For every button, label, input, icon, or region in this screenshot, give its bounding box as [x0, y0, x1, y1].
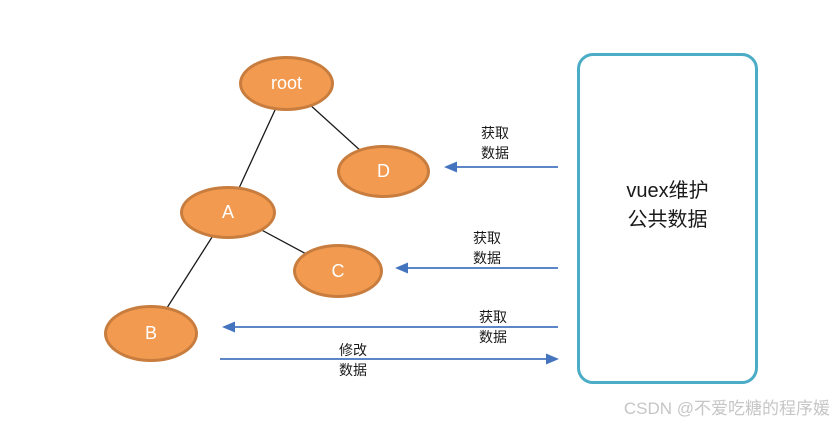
arrow-modify-head [546, 353, 559, 365]
arrow-label-modify-line2: 数据 [339, 362, 367, 378]
node-b: B [104, 305, 198, 362]
vuex-store-box-line1: vuex维护 [626, 179, 709, 202]
arrow-label-get-d-line2: 数据 [481, 145, 509, 161]
node-d: D [337, 145, 430, 198]
arrow-label-get-c-line2: 数据 [473, 250, 501, 266]
node-root: root [239, 56, 334, 111]
node-d-label: D [377, 161, 390, 181]
vuex-store-box-line2: 公共数据 [627, 208, 708, 231]
arrow-get-b-head [222, 321, 235, 333]
node-a-label: A [221, 202, 234, 222]
node-c: C [293, 244, 383, 298]
arrow-label-get-d-line1: 获取 [481, 125, 509, 141]
arrow-label-get-b: 获取 数据 [453, 307, 533, 347]
node-root-label: root [270, 73, 303, 93]
arrow-label-get-d: 获取 数据 [455, 123, 535, 163]
arrow-get-c-head [395, 262, 408, 274]
arrow-get-d-head [444, 161, 457, 173]
arrow-label-modify-line1: 修改 [339, 342, 367, 358]
arrow-label-get-b-line1: 获取 [479, 309, 507, 325]
arrow-label-get-b-line2: 数据 [479, 329, 507, 345]
arrow-label-modify: 修改 数据 [313, 340, 393, 380]
watermark-text: CSDN @不爱吃糖的程序媛 [623, 399, 830, 418]
node-b-label: B [144, 323, 157, 343]
arrow-label-get-c: 获取 数据 [447, 228, 527, 268]
arrow-label-get-c-line1: 获取 [473, 230, 501, 246]
node-c-label: C [331, 260, 345, 281]
node-a: A [180, 186, 276, 239]
vuex-store-box: vuex维护 公共数据 [577, 53, 758, 384]
